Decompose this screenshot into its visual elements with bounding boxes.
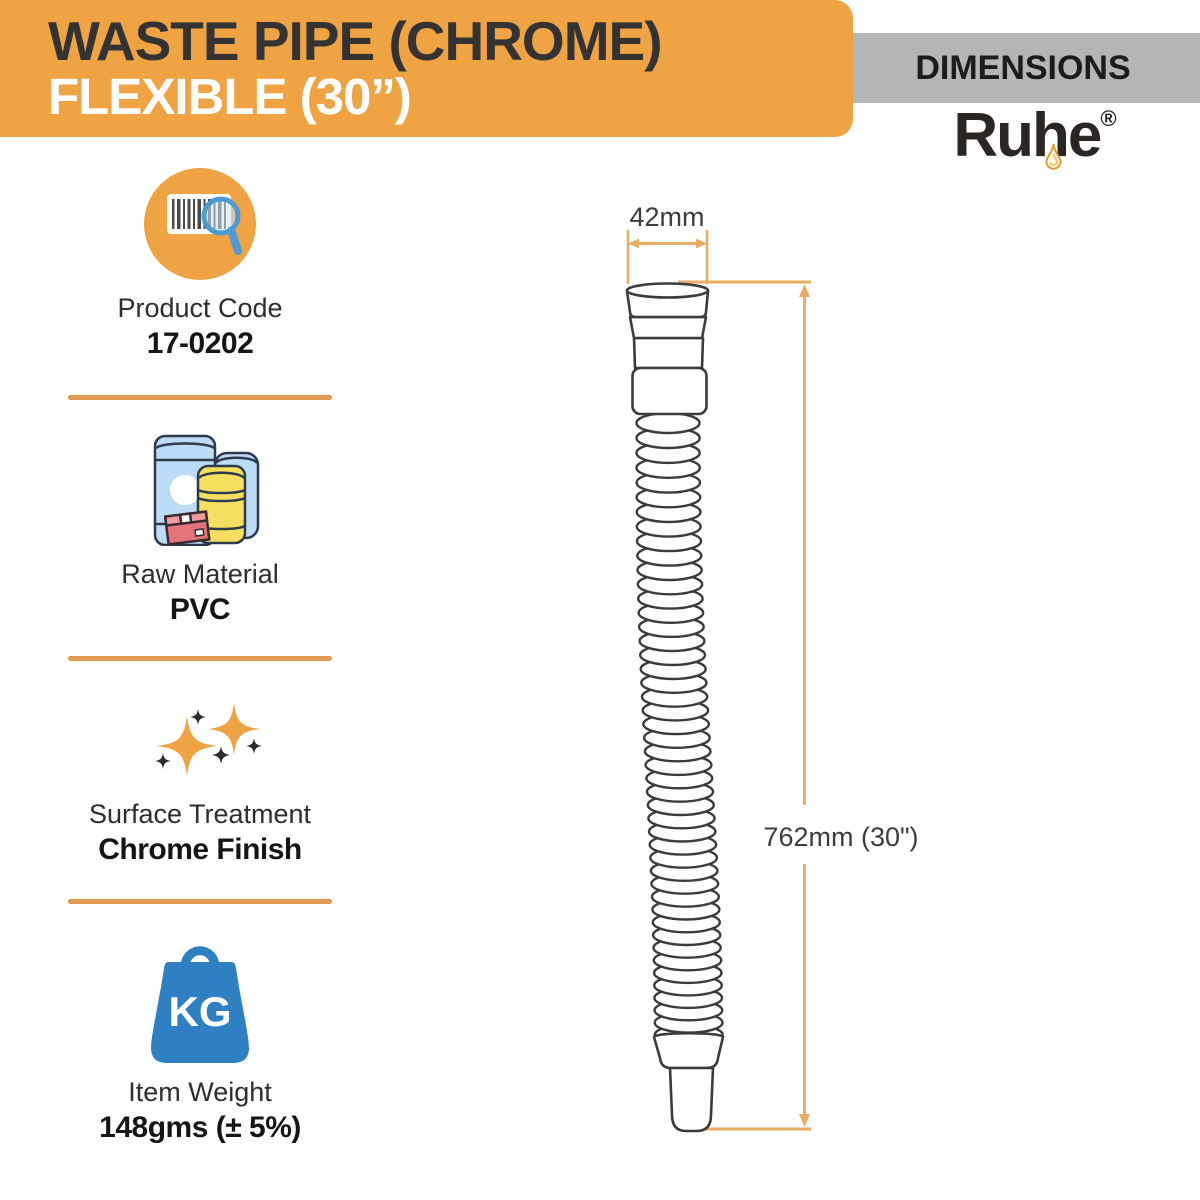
product-title-banner: WASTE PIPE (CHROME) FLEXIBLE (30”) <box>0 0 853 137</box>
barcode-search-icon <box>144 168 256 285</box>
spec-value: 148gms (± 5%) <box>99 1111 301 1144</box>
spec-label: Raw Material <box>121 559 279 589</box>
pipe-corrugated-body <box>635 411 724 1047</box>
dimensions-banner-label: DIMENSIONS <box>915 48 1131 87</box>
spec-item-raw-material: Raw Material PVC <box>40 428 360 627</box>
kg-icon-text: KG <box>169 988 232 1035</box>
width-dimension-label: 42mm <box>629 202 704 232</box>
product-subtitle: FLEXIBLE (30”) <box>48 68 412 125</box>
brand-logo: Ruhe® <box>920 100 1150 180</box>
spec-label: Product Code <box>117 293 283 323</box>
width-dimension-lines <box>626 230 709 284</box>
spec-item-weight: KG Item Weight 148gms (± 5%) <box>40 942 360 1145</box>
weight-kg-icon: KG <box>150 942 250 1069</box>
spec-value: 17-0202 <box>146 327 254 360</box>
spec-label: Item Weight <box>128 1077 272 1107</box>
spec-value: Chrome Finish <box>98 833 302 866</box>
pipe-top-fitting <box>625 282 710 416</box>
pipe-technical-drawing: 42mm 762mm (30") <box>625 202 919 1133</box>
spec-label: Surface Treatment <box>88 799 312 829</box>
brand-logo-text: Ruhe <box>953 101 1102 170</box>
sparkles-icon <box>133 700 267 791</box>
spec-item-product-code: Product Code 17-0202 <box>40 168 360 361</box>
registered-trademark-symbol: ® <box>1100 106 1117 131</box>
raw-material-containers-icon <box>140 428 260 551</box>
water-drop-icon <box>1045 143 1062 170</box>
pipe-bottom-fitting <box>652 1031 725 1133</box>
height-dimension-label: 762mm (30") <box>763 822 918 852</box>
dimensions-banner: DIMENSIONS <box>846 33 1200 103</box>
product-title: WASTE PIPE (CHROME) <box>48 9 663 72</box>
section-divider <box>68 656 332 661</box>
spec-item-surface-treatment: Surface Treatment Chrome Finish <box>40 700 360 867</box>
section-divider <box>68 395 332 400</box>
section-divider <box>68 899 332 904</box>
spec-value: PVC <box>169 593 231 626</box>
